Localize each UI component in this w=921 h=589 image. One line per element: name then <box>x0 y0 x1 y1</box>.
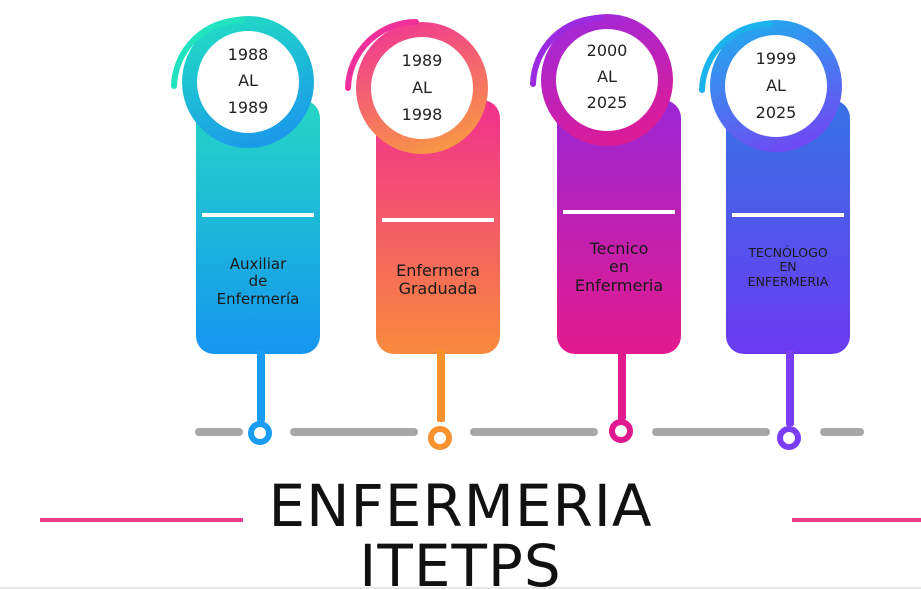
date-start: 1989 <box>401 51 443 70</box>
date-end: 1998 <box>401 105 443 124</box>
decorative-arc <box>345 19 419 91</box>
date-connector: AL <box>412 78 432 97</box>
date-start: 1988 <box>227 45 269 64</box>
date-ring-inner: 1999 AL 2025 <box>725 35 827 137</box>
title-rule-right <box>792 518 921 522</box>
card-divider <box>563 210 675 214</box>
date-ring: 1988 AL 1989 <box>182 16 314 148</box>
timeline-node <box>777 426 801 450</box>
date-end: 1989 <box>227 98 269 117</box>
decorative-arc <box>171 17 245 89</box>
decorative-arc <box>699 21 773 93</box>
card-label-line: Auxiliar <box>229 255 287 273</box>
timeline-stem <box>257 350 265 422</box>
date-ring-inner: 1988 AL 1989 <box>197 31 299 133</box>
date-start: 2000 <box>586 41 628 60</box>
card-label-line: Enfermera <box>396 261 480 280</box>
date-connector: AL <box>766 76 786 95</box>
card-label: TECNÓLOGO EN ENFERMERIA <box>732 245 844 289</box>
timeline-node <box>428 426 452 450</box>
date-connector: AL <box>597 67 617 86</box>
card-label-line: Tecnico <box>589 239 649 258</box>
timeline-stem <box>437 350 445 422</box>
timeline-axis-segment <box>470 428 598 436</box>
timeline-axis-segment <box>652 428 770 436</box>
timeline-axis-segment <box>820 428 864 436</box>
card-label-line: de <box>248 272 268 291</box>
title-line-1: ENFERMERIA <box>268 472 653 540</box>
timeline-axis-segment <box>195 428 243 436</box>
card-label-line: en <box>609 257 629 277</box>
card-label-line: EN <box>779 259 797 275</box>
card-label-line: Enfermería <box>216 289 300 308</box>
date-ring-inner: 1989 AL 1998 <box>371 37 473 139</box>
timeline-node <box>248 421 272 445</box>
timeline-node <box>609 419 633 443</box>
decorative-arc <box>530 15 604 87</box>
bottom-edge-line <box>0 587 921 589</box>
card-label: Tecnico en Enfermeria <box>563 239 675 295</box>
card-label-line: Enfermeria <box>574 275 664 295</box>
date-ring-inner: 2000 AL 2025 <box>556 29 658 131</box>
date-ring: 2000 AL 2025 <box>541 14 673 146</box>
timeline-stem <box>618 350 626 420</box>
date-end: 2025 <box>586 93 628 112</box>
date-ring: 1989 AL 1998 <box>356 22 488 154</box>
card-label-line: TECNÓLOGO <box>748 245 828 260</box>
title-line-2: ITETPS <box>359 532 562 589</box>
date-ring: 1999 AL 2025 <box>710 20 842 152</box>
date-start: 1999 <box>755 49 797 68</box>
card-label: Auxiliar de Enfermería <box>202 255 314 308</box>
title-rule-left <box>40 518 243 522</box>
card-label-line: ENFERMERIA <box>747 273 829 289</box>
timeline-stem <box>786 350 794 426</box>
card-divider <box>202 213 314 217</box>
card-divider <box>382 218 494 222</box>
card-label-line: Graduada <box>398 279 478 299</box>
card-label: Enfermera Graduada <box>382 261 494 299</box>
date-connector: AL <box>238 71 258 90</box>
card-divider <box>732 213 844 217</box>
timeline-axis-segment <box>290 428 418 436</box>
date-end: 2025 <box>755 103 797 122</box>
